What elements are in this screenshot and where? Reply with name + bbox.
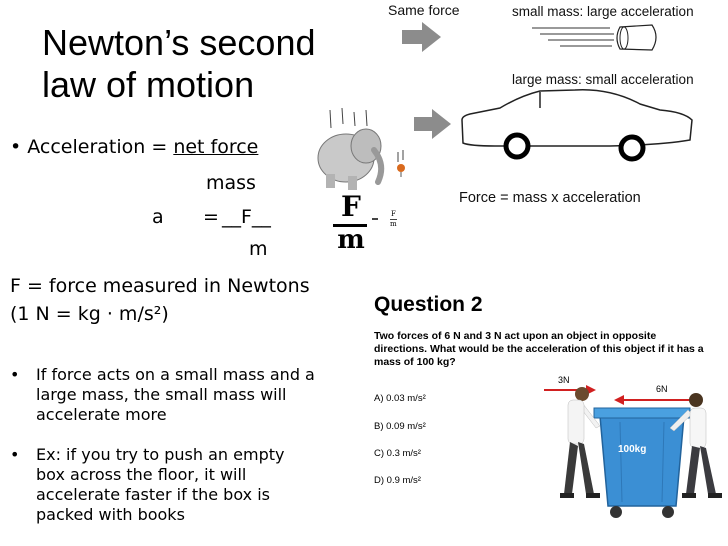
mass-100kg-label: 100kg [618,444,647,455]
m-denominator: m [249,238,268,260]
big-m-symbol: m [337,225,365,255]
car-icon [461,89,693,147]
unit-definition: (1 N = kg · m/s²) [10,303,169,325]
dumpster-icon [593,407,691,518]
answer-option-b: B) 0.09 m/s² [374,421,426,432]
right-arrow-icon [414,109,451,139]
small-fraction-bar [390,219,397,220]
fraction-bar [333,224,367,227]
acceleration-prefix: Acceleration = [27,136,174,158]
answer-option-c: C) 0.3 m/s² [374,448,421,459]
question-text-line: directions. What would be the accelerati… [374,343,704,355]
bullet-dot: • [10,445,20,464]
force-6n-label: 6N [656,384,668,394]
bullet3-line: accelerate faster if the box is [36,485,270,504]
bullet-dot: • [10,136,28,158]
question-text-line: mass of 100 kg? [374,356,456,368]
bullet3-line: Ex: if you try to push an empty [36,445,285,464]
answer-option-d: D) 0.9 m/s² [374,475,421,486]
mass-denominator: mass [206,172,256,194]
formula-label: Force = mass x acceleration [459,190,641,206]
title-line-2: law of motion [42,64,255,105]
bullet3-line: packed with books [36,505,185,524]
bullet2-line: large mass, the small mass will [36,385,287,404]
dash-mark [372,218,378,220]
arrow-left-icon [614,395,690,405]
answer-option-a: A) 0.03 m/s² [374,393,426,404]
question-text-line: Two forces of 6 N and 3 N act upon an ob… [374,330,657,342]
right-arrow-icon [402,22,441,52]
title-line-1: Newton’s second [42,22,316,63]
small-mass-label: small mass: large acceleration [512,4,694,19]
small-f-symbol: F [391,210,396,218]
car-wheel-icon [618,134,646,162]
bullet2-line: accelerate more [36,405,167,424]
bullet2-line: If force acts on a small mass and a [36,365,315,384]
elephant-icon [317,107,385,190]
force-definition: F = force measured in Newtons [10,275,310,297]
person-pushing-icon [560,387,601,498]
person-pushing-icon [669,393,722,498]
f-underlined: __F__ [222,206,271,228]
same-force-label: Same force [388,2,460,18]
speed-lines-icon [532,27,614,47]
bullet-dot: • [10,365,20,384]
bullet3-line: box across the floor, it will [36,465,247,484]
net-force-label: net force [173,136,259,158]
equals-sign: = [203,206,219,228]
small-mass-icon [616,24,657,51]
question-text: Two forces of 6 N and 3 N act upon an ob… [374,330,704,369]
small-m-symbol: m [390,220,397,228]
large-mass-label: large mass: small acceleration [512,72,694,87]
force-3n-label: 3N [558,375,570,385]
bullet-acceleration: • Acceleration = net force [10,136,258,158]
question-panel: Question 2 Two forces of 6 N and 3 N act… [364,280,728,546]
big-f-symbol: F [341,190,361,223]
question-title: Question 2 [374,293,483,316]
push-scene [544,385,722,518]
a-symbol: a [152,206,164,228]
car-wheel-icon [503,132,531,160]
slide-title: Newton’s second law of motion [42,22,316,106]
feather-icon [397,150,405,177]
